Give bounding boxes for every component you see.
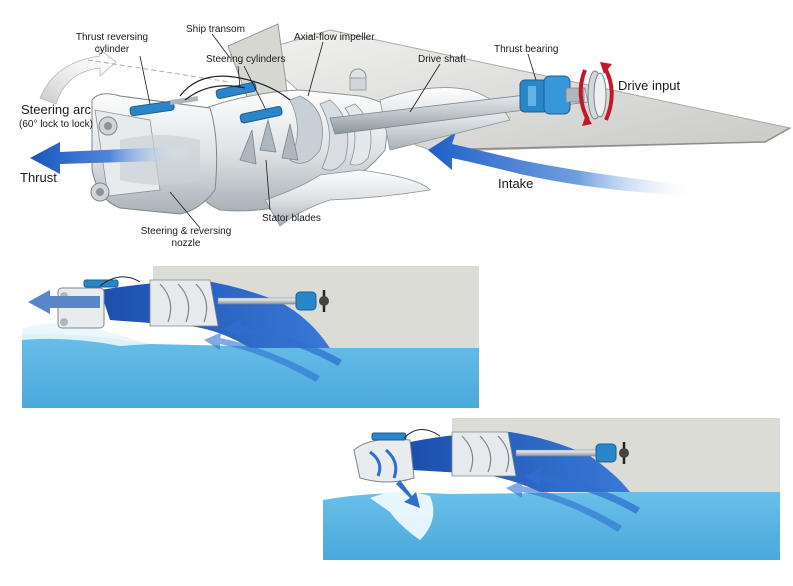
label-steering-cylinders: Steering cylinders [206, 54, 285, 65]
label-ship-transom: Ship transom [186, 24, 245, 35]
bottom-water [323, 492, 780, 560]
middle-panel [22, 266, 479, 408]
leader-lines [139, 33, 537, 229]
steering-cylinders-shape [179, 75, 291, 124]
label-steering-reversing-nozzle-2: nozzle [172, 238, 201, 249]
label-steering-reversing-nozzle: Steering & reversing [141, 226, 232, 237]
label-steering-arc: Steering arc [21, 102, 92, 117]
label-drive-shaft: Drive shaft [418, 54, 466, 65]
label-thrust-bearing: Thrust bearing [494, 44, 558, 55]
label-intake: Intake [498, 176, 533, 191]
label-thrust: Thrust [20, 170, 57, 185]
label-thrust-reversing-cylinder-2: cylinder [95, 44, 130, 55]
label-steering-arc-sub: (60° lock to lock) [19, 119, 93, 130]
top-cutaway [30, 23, 792, 229]
label-thrust-reversing-cylinder: Thrust reversing [76, 32, 148, 43]
thrust-arrow [30, 142, 190, 174]
thrust-reversing-cylinder-shape [129, 96, 199, 117]
labels: Thrust reversing cylinder Ship transom S… [19, 24, 681, 249]
steering-arc-arrow [39, 46, 117, 105]
label-drive-input: Drive input [618, 78, 681, 93]
mid-water [22, 333, 479, 408]
stator-blades-shape [239, 118, 299, 165]
drive-rotation-arrow [578, 62, 614, 126]
label-axial-flow-impeller: Axial-flow impeller [294, 32, 375, 43]
label-stator-blades: Stator blades [262, 213, 321, 224]
bottom-panel [323, 418, 780, 560]
intake-arrow [428, 132, 700, 196]
